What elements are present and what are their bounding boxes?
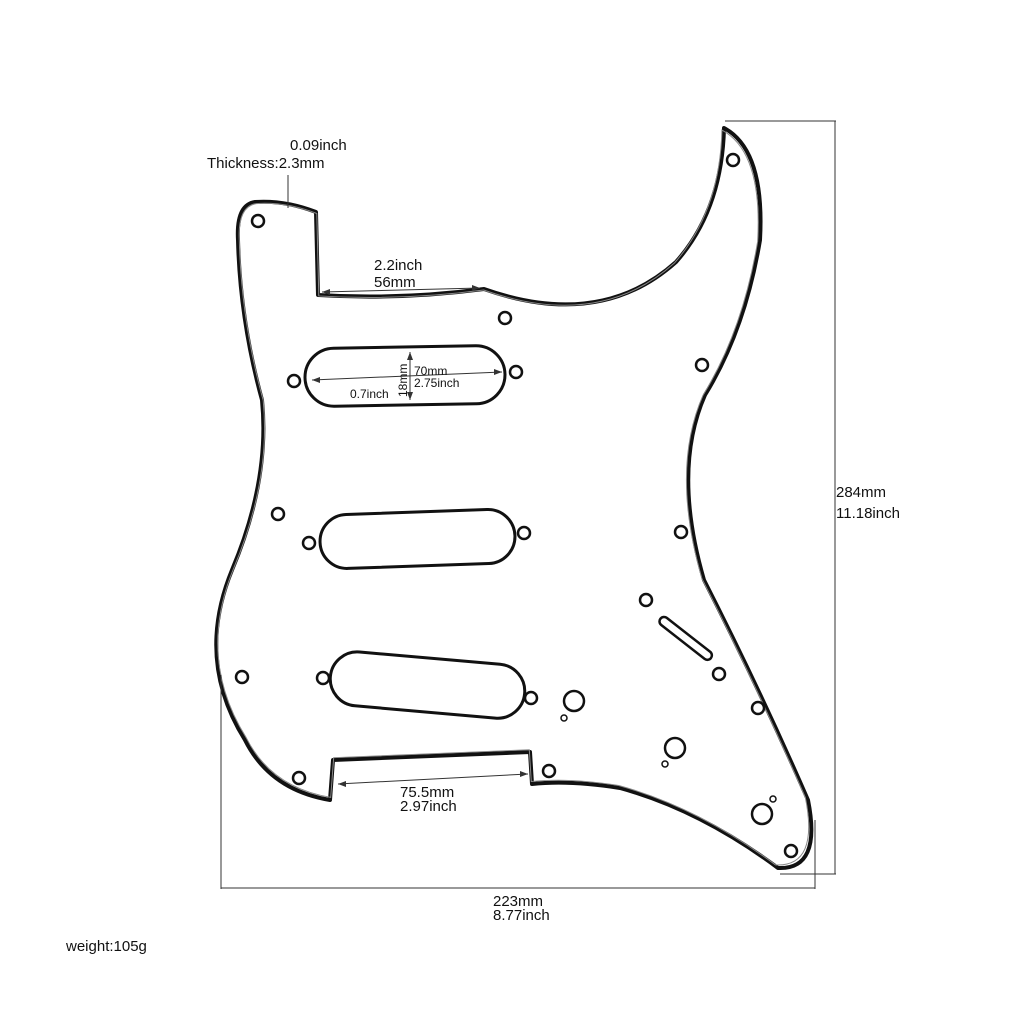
width-mm-label: 223mm: [493, 893, 543, 910]
top-width-arrow: [321, 287, 481, 293]
screw-hole: [234, 669, 250, 685]
arrowhead: [494, 369, 502, 375]
weight-label: weight:105g: [65, 938, 147, 955]
screw-hole: [711, 666, 727, 682]
dimension-lines: [220, 120, 836, 889]
screw-hole: [541, 763, 557, 779]
height-mm-label: 284mm: [836, 484, 886, 501]
screw-hole: [250, 213, 266, 229]
screw-hole: [301, 535, 317, 551]
screw-hole: [286, 373, 302, 389]
width-inch-label: 8.77inch: [493, 907, 550, 924]
screw-hole: [523, 690, 539, 706]
pickup-length-arrow: [311, 371, 503, 381]
screw-hole: [516, 525, 532, 541]
bridge-pickup-slot: [328, 650, 527, 720]
screw-hole: [725, 152, 741, 168]
arrowhead: [312, 377, 320, 383]
tone-pot-hole-2: [750, 802, 774, 826]
screw-hole: [291, 770, 307, 786]
arrowhead: [338, 781, 346, 787]
top-width-inch-label: 2.2inch: [374, 257, 422, 274]
top-width-mm-label: 56mm: [374, 274, 416, 291]
screw-hole: [270, 506, 286, 522]
control-holes: [560, 689, 777, 826]
bottom-cut-inch-label: 2.97inch: [400, 798, 457, 815]
screw-holes: [234, 152, 799, 859]
pickup-width-inch-label: 0.7inch: [350, 387, 389, 401]
pickup-length-mm-label: 70mm: [414, 364, 447, 378]
height-inch-label: 11.18inch: [836, 505, 900, 522]
bottom-cut-mm-label: 75.5mm: [400, 784, 454, 801]
arrowhead: [407, 392, 413, 400]
pickup-length-inch-label: 2.75inch: [414, 376, 459, 390]
screw-hole: [694, 357, 710, 373]
arrowhead: [322, 289, 330, 295]
screw-hole: [508, 364, 524, 380]
screw-hole: [673, 524, 689, 540]
pickguard-inner-bevel: [217, 129, 810, 866]
dimension-labels: 0.09inch Thickness:2.3mm 2.2inch 56mm 70…: [65, 137, 900, 955]
screw-hole: [638, 592, 654, 608]
small-hole: [661, 760, 669, 768]
arrowhead: [472, 285, 480, 291]
switch-slot: [658, 615, 714, 662]
arrowhead: [407, 352, 413, 360]
pickguard-outline: [214, 126, 814, 871]
small-hole: [560, 714, 568, 722]
screw-hole: [497, 310, 513, 326]
volume-pot-hole: [562, 689, 586, 713]
screw-hole: [315, 670, 331, 686]
tone-pot-hole-1: [663, 736, 687, 760]
screw-hole: [750, 700, 766, 716]
small-hole: [769, 795, 777, 803]
bottom-cut-arrow: [337, 773, 529, 785]
thickness-inch-label: 0.09inch: [290, 137, 347, 154]
pickguard-body: [214, 126, 814, 871]
arrowhead: [520, 771, 528, 777]
pickup-width-mm-label: 18mm: [396, 364, 410, 397]
screw-hole: [783, 843, 799, 859]
middle-pickup-slot: [318, 508, 517, 570]
thickness-mm-label: Thickness:2.3mm: [207, 155, 325, 172]
